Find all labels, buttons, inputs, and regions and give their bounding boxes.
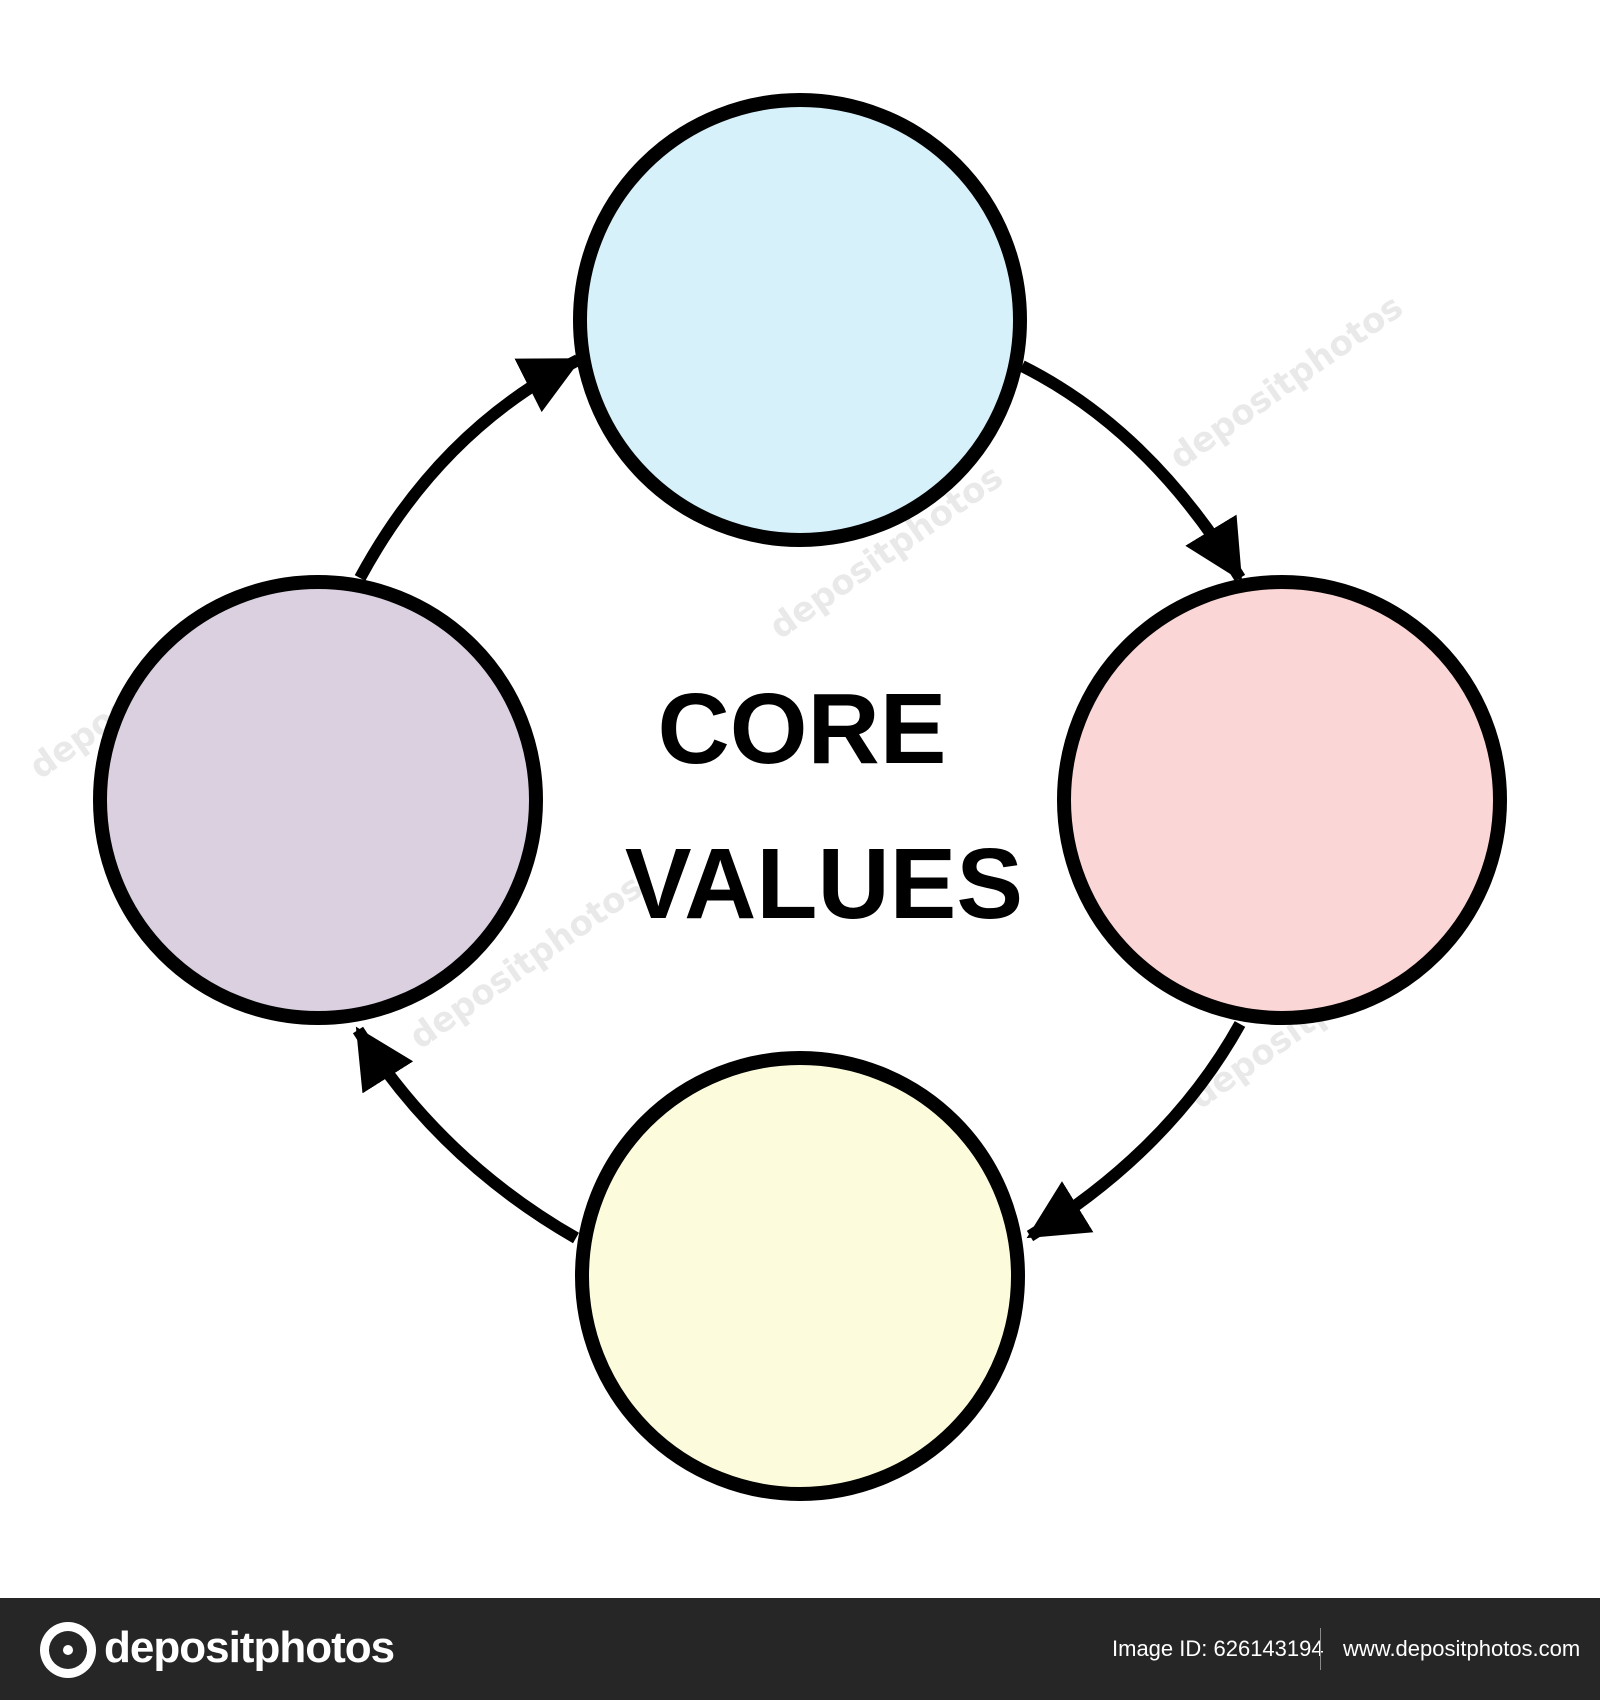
node-bottom bbox=[575, 1051, 1025, 1501]
arrows bbox=[352, 354, 1246, 1244]
center-label-line1: CORE bbox=[658, 673, 947, 785]
arrow-left-to-top bbox=[354, 354, 582, 581]
camera-logo-icon bbox=[40, 1622, 96, 1678]
watermark-text: depositphotos bbox=[1162, 287, 1410, 477]
site-link[interactable]: www.depositphotos.com bbox=[1343, 1636, 1581, 1661]
node-right bbox=[1057, 575, 1507, 1025]
arrow-bottom-to-left bbox=[352, 1026, 579, 1244]
footer-bar: depositphotos Image ID: 626143194 www.de… bbox=[0, 1598, 1600, 1700]
image-id-label: Image ID: 626143194 bbox=[1112, 1636, 1324, 1661]
node-top bbox=[573, 93, 1027, 547]
cycle-diagram: depositphotos depositphotos depositphoto… bbox=[22, 93, 1507, 1501]
arrow-top-to-right bbox=[1019, 360, 1246, 582]
arrow-right-to-bottom bbox=[1026, 1021, 1246, 1242]
brand-name: depositphotos bbox=[104, 1623, 395, 1672]
center-label-line2: VALUES bbox=[625, 828, 1023, 940]
footer-divider bbox=[1320, 1628, 1321, 1670]
node-left bbox=[93, 575, 543, 1025]
